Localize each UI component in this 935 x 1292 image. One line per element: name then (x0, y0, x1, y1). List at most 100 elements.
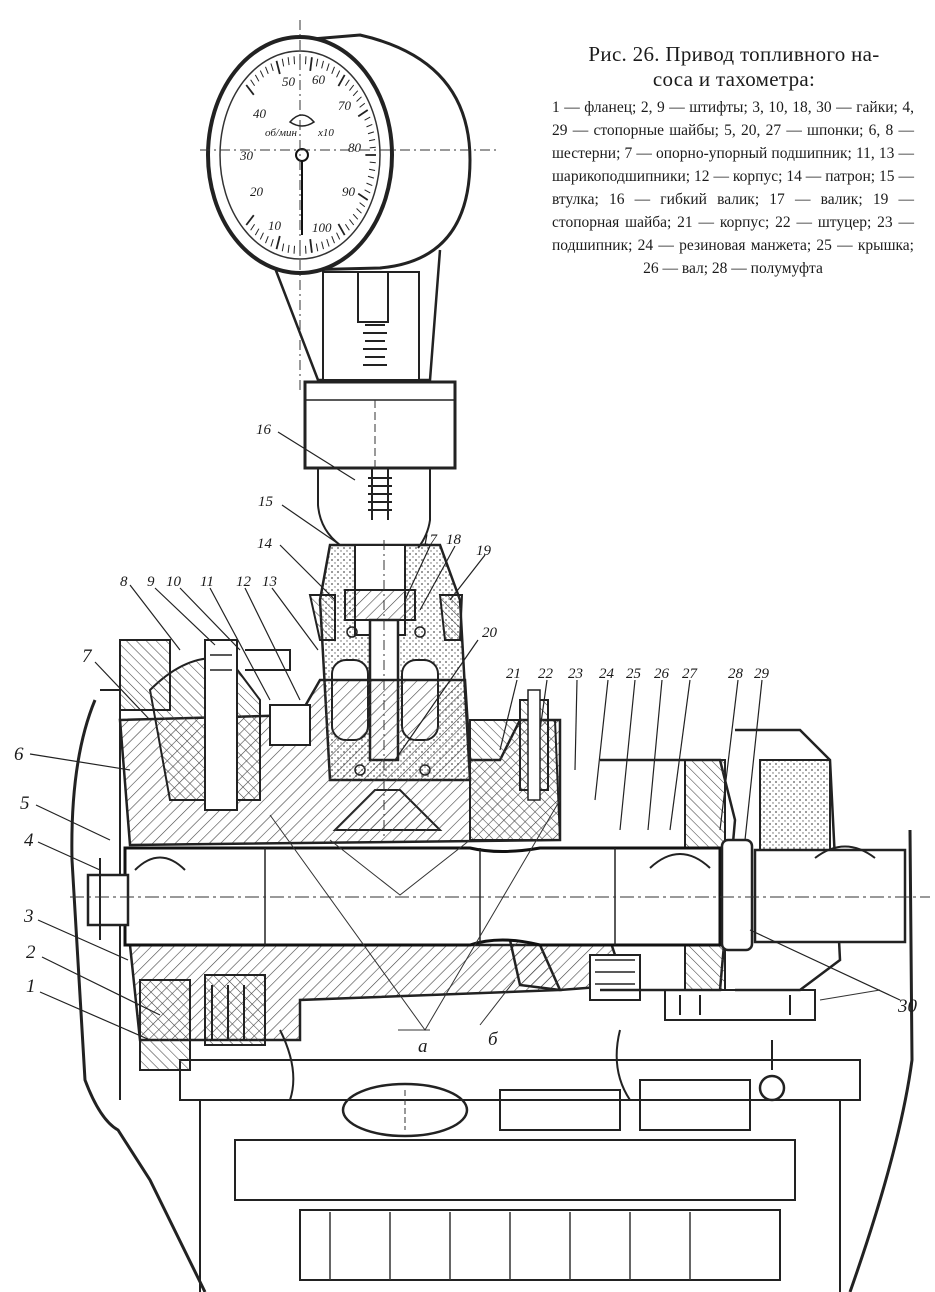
dial-tick (331, 66, 335, 75)
label-3: 3 (23, 906, 34, 927)
label-25: 25 (626, 666, 642, 682)
dial-tick (287, 57, 290, 66)
figure-title-line1: Рис. 26. Привод топливного на- (588, 42, 880, 66)
flexible-shaft (317, 468, 431, 549)
label-17: 17 (422, 532, 439, 548)
dial-tick (337, 74, 346, 87)
dial-tick (367, 131, 375, 135)
dial-mark-10: 10 (268, 218, 282, 233)
dial-tick (364, 116, 371, 121)
dial-tick (321, 60, 324, 69)
label-10: 10 (166, 574, 182, 590)
label-30: 30 (897, 996, 918, 1017)
dial-mark-30: 30 (239, 148, 254, 163)
dial-tick (352, 213, 359, 220)
dial-tick (336, 70, 341, 78)
figure-title-line2: соса и тахометра: (652, 67, 816, 91)
dial-tick (270, 238, 274, 247)
dial-tick (321, 241, 324, 250)
dial-tick (259, 70, 264, 78)
part-labels: 1 2 3 4 5 6 7 8 9 10 11 12 13 14 15 16 1… (14, 422, 918, 1057)
dial-tick (357, 192, 369, 201)
label-24: 24 (599, 666, 615, 682)
label-16: 16 (256, 422, 272, 438)
engine-casting (70, 689, 914, 1292)
dial-tick (366, 123, 373, 128)
dial-tick (265, 66, 269, 75)
label-11: 11 (200, 574, 214, 590)
dial-mark-40: 40 (253, 106, 267, 121)
dial-tick (368, 168, 376, 171)
dial-tick (356, 208, 362, 214)
label-a: а (418, 1036, 428, 1057)
dial-tick (275, 235, 281, 250)
dial-tick (349, 84, 355, 91)
label-5: 5 (20, 793, 30, 814)
dial-tick (349, 219, 355, 226)
leader-lines (29, 431, 901, 1041)
label-20: 20 (482, 625, 498, 641)
dial-mark-100: 100 (312, 220, 332, 235)
dial-tick (254, 228, 260, 236)
dial-tick (326, 238, 330, 247)
dial-tick (356, 96, 362, 102)
dial-tick (368, 139, 376, 142)
dial-tick (367, 175, 375, 179)
dial-tick-marks (245, 56, 376, 254)
label-8: 8 (120, 574, 128, 590)
parts-legend: 1 — фланец; 2, 9 — штифты; 3, 10, 18, 30… (552, 99, 914, 277)
dial-tick (281, 243, 285, 252)
label-26: 26 (654, 666, 670, 682)
main-shaft (70, 838, 930, 952)
label-7: 7 (82, 646, 93, 667)
dial-tick (250, 79, 256, 87)
label-4: 4 (24, 830, 34, 851)
label-15: 15 (258, 494, 274, 510)
dial-tick (250, 223, 256, 231)
label-21: 21 (506, 666, 521, 682)
dial-tick (326, 63, 330, 72)
label-28: 28 (728, 666, 744, 682)
dial-tick (331, 235, 335, 244)
dial-tick (344, 223, 350, 231)
dial-tick (366, 182, 373, 187)
dial-tick (315, 58, 319, 67)
dial-tick (281, 58, 285, 67)
dial-mark-70: 70 (338, 98, 352, 113)
dial-face: 10 20 30 40 50 60 70 80 90 100 об/мин х1… (239, 72, 362, 235)
label-6: 6 (14, 744, 24, 765)
dial-tick (359, 102, 366, 108)
figure-caption: Рис. 26. Привод топливного на- соса и та… (548, 42, 920, 92)
dial-tick (265, 235, 269, 244)
dial-mark-60: 60 (312, 72, 326, 87)
label-1: 1 (26, 976, 36, 997)
dial-tick (336, 232, 341, 240)
dial-tick (275, 60, 281, 75)
dial-tick (259, 232, 264, 240)
dial-unit: об/мин (265, 127, 297, 139)
label-2: 2 (26, 942, 36, 963)
dial-mark-80: 80 (348, 140, 362, 155)
dial-tick (364, 189, 371, 194)
construction-lines (269, 799, 881, 1031)
dial-tick (254, 74, 260, 82)
dial-tick (315, 243, 319, 252)
dial-tick (337, 223, 346, 236)
dial-mark-90: 90 (342, 184, 356, 199)
dial-tick (369, 161, 376, 164)
dial-mark-20: 20 (250, 184, 264, 199)
label-22: 22 (538, 666, 554, 682)
dial-tick (287, 244, 290, 253)
dial-tick (359, 202, 366, 208)
label-18: 18 (446, 532, 462, 548)
dial-mark-50: 50 (282, 74, 296, 89)
label-9: 9 (147, 574, 155, 590)
label-14: 14 (257, 536, 273, 552)
label-13: 13 (262, 574, 277, 590)
label-27: 27 (682, 666, 699, 682)
label-29: 29 (754, 666, 770, 682)
label-12: 12 (236, 574, 252, 590)
dial-tick (245, 214, 255, 226)
